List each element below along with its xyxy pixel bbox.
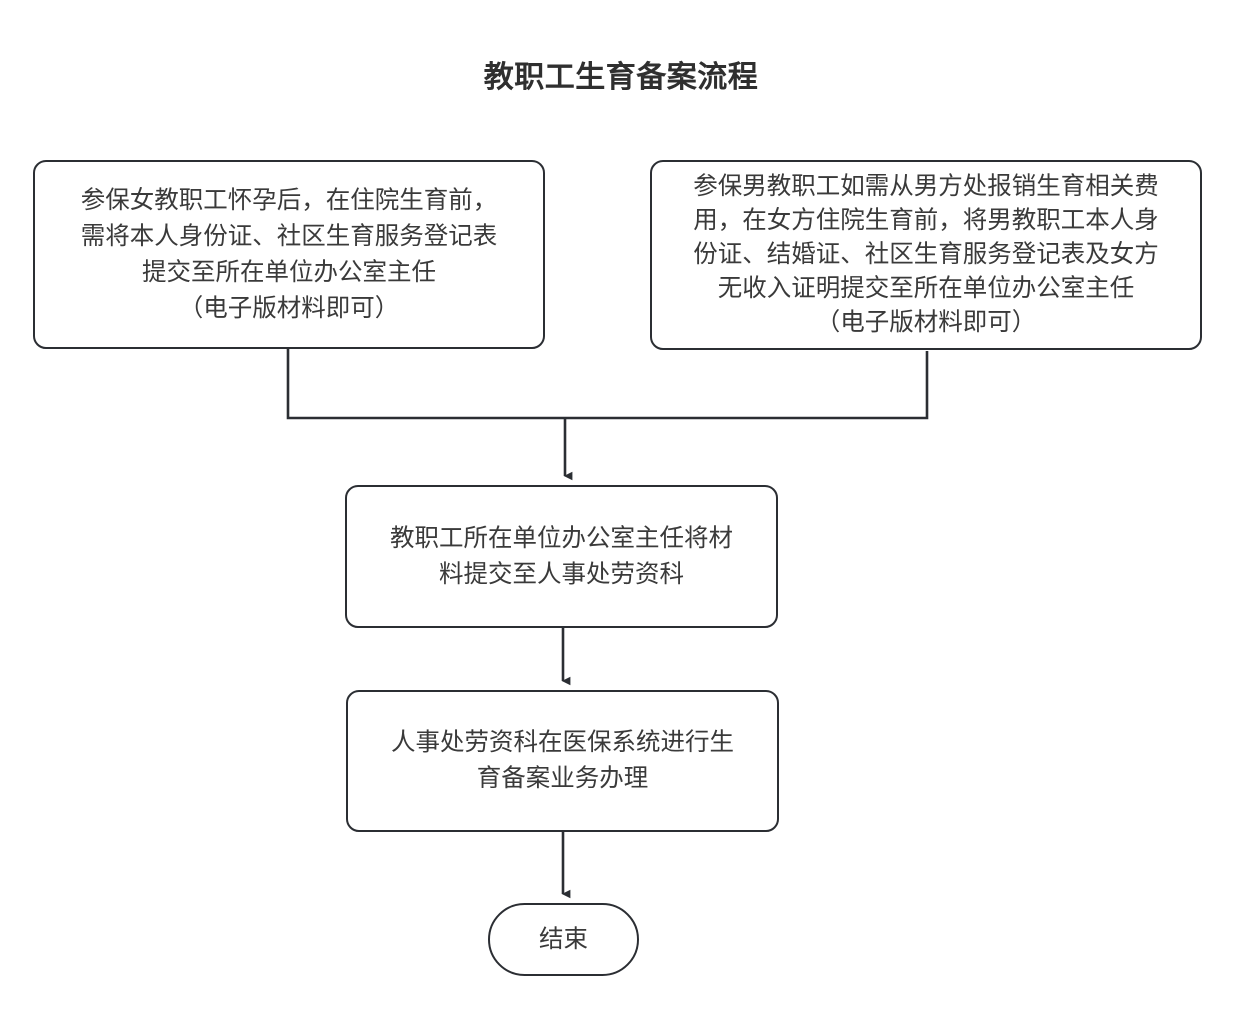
flow-node-female-employee[interactable]: 参保女教职工怀孕后，在住院生育前， 需将本人身份证、社区生育服务登记表 提交至所… bbox=[33, 160, 545, 349]
flow-node-end[interactable]: 结束 bbox=[488, 903, 639, 976]
flow-node-hr-payroll-label: 人事处劳资科在医保系统进行生 育备案业务办理 bbox=[391, 729, 734, 792]
edge-female-to-office bbox=[286, 349, 565, 420]
flow-node-office-director-label: 教职工所在单位办公室主任将材 料提交至人事处劳资科 bbox=[390, 524, 733, 588]
flow-node-office-director[interactable]: 教职工所在单位办公室主任将材 料提交至人事处劳资科 bbox=[345, 485, 778, 628]
flow-node-hr-payroll[interactable]: 人事处劳资科在医保系统进行生 育备案业务办理 bbox=[346, 690, 779, 832]
flow-node-female-employee-label: 参保女教职工怀孕后，在住院生育前， 需将本人身份证、社区生育服务登记表 提交至所… bbox=[80, 186, 498, 322]
edge-male-to-office bbox=[565, 351, 929, 420]
flow-node-male-employee-label: 参保男教职工如需从男方处报销生育相关费 用，在女方住院生育前，将男教职工本人身 … bbox=[693, 173, 1159, 336]
flow-node-end-label: 结束 bbox=[539, 925, 588, 953]
page-title: 教职工生育备案流程 bbox=[483, 61, 759, 94]
flow-node-male-employee[interactable]: 参保男教职工如需从男方处报销生育相关费 用，在女方住院生育前，将男教职工本人身 … bbox=[650, 160, 1202, 350]
